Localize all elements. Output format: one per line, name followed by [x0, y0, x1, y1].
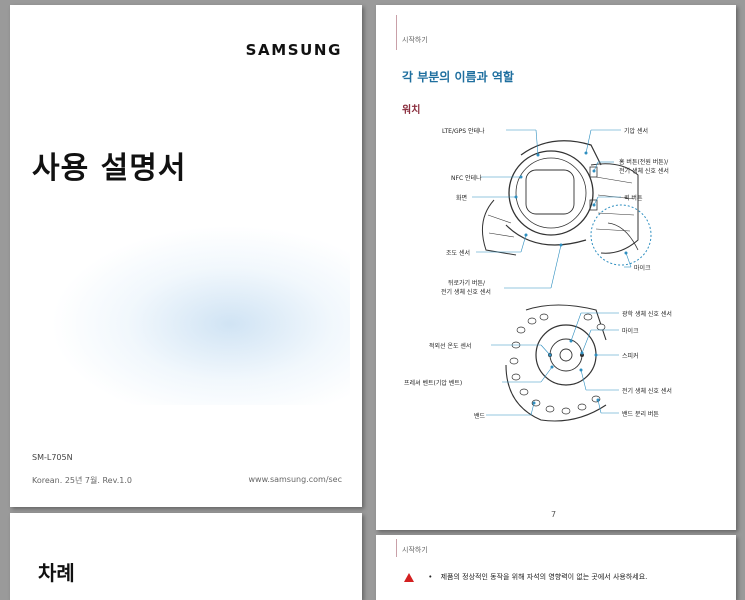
warning-icon: [404, 572, 414, 582]
label-lte-gps: LTE/GPS 안테나: [442, 127, 485, 135]
subsection-heading: 워치: [402, 105, 421, 116]
front-leader-lines: [472, 129, 632, 289]
label-band: 밴드: [474, 412, 486, 420]
watch-diagram: LTE/GPS 안테나 NFC 안테나 화면 조도 센서 뒤로가기 버튼/ 전기…: [404, 127, 672, 422]
watch-front-illustration: [481, 140, 652, 266]
label-back-sensor: 전기 생체 신호 센서: [441, 288, 491, 296]
label-back-mic: 마이크: [622, 327, 639, 335]
label-quick-button: 퀵 버튼: [624, 194, 643, 202]
label-nfc: NFC 안테나: [451, 174, 482, 182]
label-light-sensor: 조도 센서: [446, 249, 470, 257]
cover-title: 사용 설명서: [32, 151, 187, 186]
label-band-release: 밴드 분리 버튼: [622, 410, 659, 418]
label-home-button: 홈 버튼(전원 버튼)/: [619, 158, 669, 166]
label-optical-sensor: 광학 생체 신호 센서: [622, 310, 672, 318]
label-back-button: 뒤로가기 버튼/: [448, 279, 486, 287]
section-heading: 각 부분의 이름과 역할: [402, 70, 514, 84]
running-header: 시작하기: [402, 36, 428, 44]
label-electrical-sensor: 전기 생체 신호 센서: [622, 387, 672, 395]
label-speaker: 스피커: [622, 352, 639, 360]
label-ir-temp: 적외선 온도 센서: [429, 342, 471, 350]
warning-row: • 제품의 정상적인 동작을 위해 자석의 영향력이 없는 곳에서 사용하세요.: [404, 572, 647, 582]
bullet: •: [428, 573, 433, 581]
toc-page: 차례: [10, 513, 362, 600]
header-rule-2: [396, 539, 397, 557]
label-home-sensor: 전기 생체 신호 센서: [619, 167, 669, 175]
watch-back-illustration: [505, 304, 607, 422]
brand-logo: SAMSUNG: [245, 41, 342, 59]
label-front-mic: 마이크: [634, 264, 651, 272]
toc-title: 차례: [38, 561, 75, 585]
cover-page: SAMSUNG 사용 설명서 SM-L705N Korean. 25년 7월. …: [10, 5, 362, 507]
edition-text: Korean. 25년 7월. Rev.1.0: [32, 476, 132, 485]
page-number: 7: [551, 510, 557, 519]
label-vent: 프레셔 벤트(기압 벤트): [404, 379, 462, 387]
back-leader-lines: [486, 312, 619, 416]
header-rule: [396, 15, 397, 50]
running-header-2: 시작하기: [402, 546, 428, 554]
next-page: 시작하기 • 제품의 정상적인 동작을 위해 자석의 영향력이 없는 곳에서 사…: [376, 535, 736, 600]
label-pressure-sensor: 기압 센서: [624, 127, 648, 135]
warning-text: 제품의 정상적인 동작을 위해 자석의 영향력이 없는 곳에서 사용하세요.: [440, 573, 648, 581]
cover-glow: [50, 225, 350, 405]
website-url[interactable]: www.samsung.com/sec: [248, 475, 343, 484]
label-screen: 화면: [456, 194, 467, 202]
model-number: SM-L705N: [32, 453, 73, 462]
parts-page: 시작하기 각 부분의 이름과 역할 워치: [376, 5, 736, 530]
